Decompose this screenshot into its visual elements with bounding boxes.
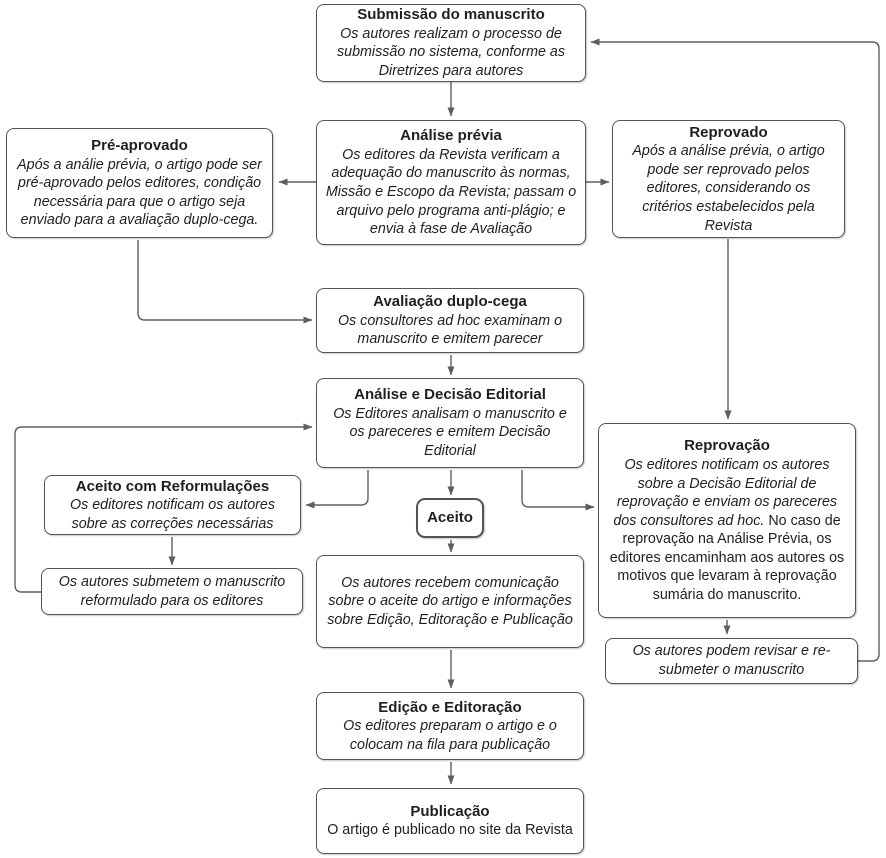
node-aceito: Aceito [416,498,484,538]
node-pre-aprovado: Pré-aprovado Após a análie prévia, o art… [6,128,273,238]
arrow-pre-aprovado-to-avaliacao [137,240,313,324]
node-title: Aceito com Reformulações [75,477,270,495]
node-title: Pré-aprovado [91,137,188,155]
arrow-autores-revisar-to-submissao [590,38,880,662]
node-body: Os Editores analisam o manuscrito e os p… [333,405,567,460]
node-analise-previa: Análise prévia Os editores da Revista ve… [316,120,586,245]
node-reprovacao: Reprovação Os editores notificam os auto… [598,423,856,618]
node-body-italic-part: Os editores notificam os autores sobre a… [613,456,838,529]
node-title: Aceito [427,509,473,527]
node-edicao-e-editoracao: Edição e Editoração Os editores preparam… [316,692,584,760]
node-title: Reprovado [689,123,768,141]
arrow-autores-submetem-to-analise-decisao [14,423,313,593]
node-title: Publicação [410,802,490,820]
node-submissao-do-manuscrito: Submissão do manuscrito Os autores reali… [316,4,586,82]
arrow-analise-decisao-to-aceito-reformulacoes [305,470,369,509]
node-title: Análise prévia [400,127,502,145]
node-autores-podem-revisar: Os autores podem revisar e re-submeter o… [605,638,858,684]
node-body-regular-part: No caso de reprovação na Análise Prévia,… [609,512,845,603]
node-reprovado: Reprovado Após a análise prévia, o artig… [612,120,845,238]
node-autores-recebem-comunicacao: Os autores recebem comunicação sobre o a… [316,555,584,648]
node-title: Submissão do manuscrito [357,6,545,24]
node-title: Análise e Decisão Editorial [354,386,546,404]
node-analise-e-decisao-editorial: Análise e Decisão Editorial Os Editores … [316,378,584,468]
node-body: Os editores da Revista verificam a adequ… [325,146,577,238]
node-body: Os autores podem revisar e re-submeter o… [632,643,831,678]
node-body: Após a análise prévia, o artigo pode ser… [632,143,825,234]
node-body: Após a análie prévia, o artigo pode ser … [17,156,262,229]
node-body: Os editores notificam os autores sobre a… [69,497,275,532]
node-avaliacao-duplo-cega: Avaliação duplo-cega Os consultores ad h… [316,288,584,353]
node-title: Reprovação [684,437,770,455]
node-body: Os editores preparam o artigo e o coloca… [343,718,557,753]
node-body: O artigo é publicado no site da Revista [327,822,573,839]
arrow-analise-decisao-to-reprovacao [521,470,595,511]
node-autores-submetem-reformulado: Os autores submetem o manuscrito reformu… [41,568,303,615]
node-body: Os consultores ad hoc examinam o manuscr… [337,312,563,348]
node-publicacao: Publicação O artigo é publicado no site … [316,788,584,854]
node-body: Os autores realizam o processo de submis… [336,25,566,80]
node-title: Avaliação duplo-cega [373,293,527,311]
node-body: Os editores notificam os autores sobre a… [606,456,848,605]
node-title: Edição e Editoração [378,698,522,716]
node-aceito-com-reformulacoes: Aceito com Reformulações Os editores not… [44,475,301,535]
node-body: Os autores recebem comunicação sobre o a… [327,574,573,628]
node-body: Os autores submetem o manuscrito reformu… [58,573,286,609]
